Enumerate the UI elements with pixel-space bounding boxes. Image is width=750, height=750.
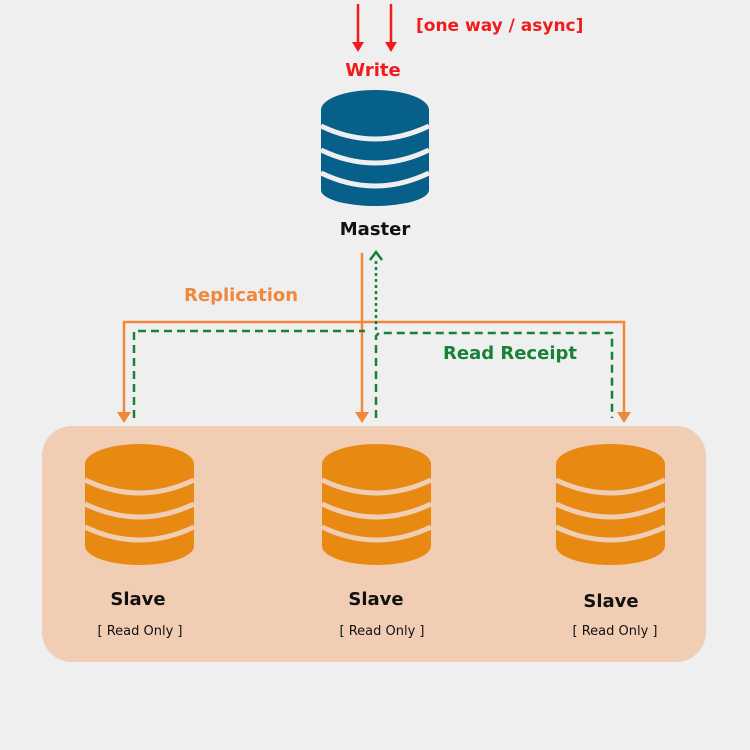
- slave-database-icon: [554, 444, 667, 565]
- write-arrowhead-right: [385, 42, 397, 52]
- slave-sublabel: [ Read Only ]: [572, 624, 658, 639]
- slave-database-icon: [320, 444, 433, 565]
- read-receipt-arrowhead-up: [369, 249, 383, 261]
- read-receipt-label: Read Receipt: [443, 343, 577, 364]
- slave-label: Slave: [583, 591, 639, 612]
- replication-arrowhead-left: [117, 412, 131, 423]
- slave-sublabel: [ Read Only ]: [339, 624, 425, 639]
- write-label: Write: [345, 60, 401, 81]
- write-arrowhead-left: [352, 42, 364, 52]
- replication-arrowhead-center: [355, 412, 369, 423]
- read-receipt-arrows: [132, 258, 614, 418]
- slave-sublabel: [ Read Only ]: [97, 624, 183, 639]
- master-database-icon: [319, 90, 431, 206]
- replication-label: Replication: [184, 285, 299, 306]
- replication-arrowhead-right: [617, 412, 631, 423]
- master-label: Master: [339, 219, 411, 240]
- slave-label: Slave: [110, 589, 166, 610]
- replication-arrows: [122, 253, 626, 414]
- write-arrows: [352, 4, 397, 52]
- async-note: [one way / async]: [416, 16, 584, 36]
- slave-label: Slave: [348, 589, 404, 610]
- slave-database-icon: [83, 444, 196, 565]
